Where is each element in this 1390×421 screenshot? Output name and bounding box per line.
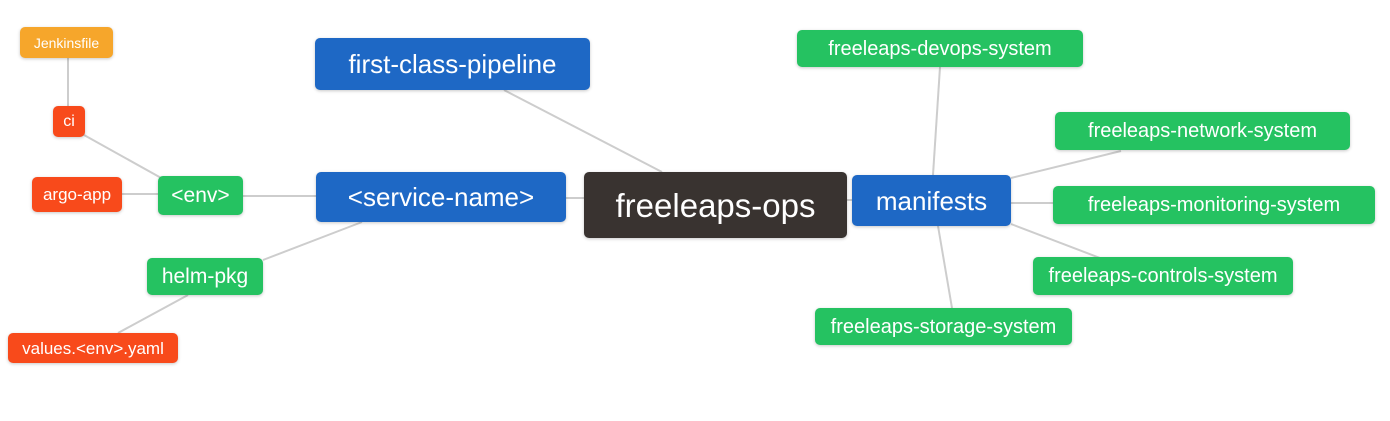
node-ci[interactable]: ci bbox=[53, 106, 85, 137]
edge-manifests-network-system bbox=[1010, 150, 1122, 179]
node-jenkinsfile[interactable]: Jenkinsfile bbox=[20, 27, 113, 58]
edge-manifests-storage-system bbox=[937, 225, 953, 309]
edge-manifests-controls-system bbox=[1010, 223, 1101, 259]
node-helm-pkg[interactable]: helm-pkg bbox=[147, 258, 263, 295]
edge-service-name-helm-pkg bbox=[262, 221, 363, 261]
edge-ci-env bbox=[83, 134, 164, 180]
node-argo-app[interactable]: argo-app bbox=[32, 177, 122, 212]
node-values-env-yaml[interactable]: values.<env>.yaml bbox=[8, 333, 178, 363]
node-freeleaps-ops[interactable]: freeleaps-ops bbox=[584, 172, 847, 238]
edge-helm-pkg-values-env-yaml bbox=[117, 294, 189, 334]
node-controls-system[interactable]: freeleaps-controls-system bbox=[1033, 257, 1293, 295]
node-monitoring-system[interactable]: freeleaps-monitoring-system bbox=[1053, 186, 1375, 224]
node-manifests[interactable]: manifests bbox=[852, 175, 1011, 226]
edge-manifests-devops-system bbox=[932, 66, 941, 176]
node-storage-system[interactable]: freeleaps-storage-system bbox=[815, 308, 1072, 345]
node-devops-system[interactable]: freeleaps-devops-system bbox=[797, 30, 1083, 67]
edge-first-class-pipeline-freeleaps-ops bbox=[503, 89, 663, 173]
node-env[interactable]: <env> bbox=[158, 176, 243, 215]
node-network-system[interactable]: freeleaps-network-system bbox=[1055, 112, 1350, 150]
node-service-name[interactable]: <service-name> bbox=[316, 172, 566, 222]
node-first-class-pipeline[interactable]: first-class-pipeline bbox=[315, 38, 590, 90]
